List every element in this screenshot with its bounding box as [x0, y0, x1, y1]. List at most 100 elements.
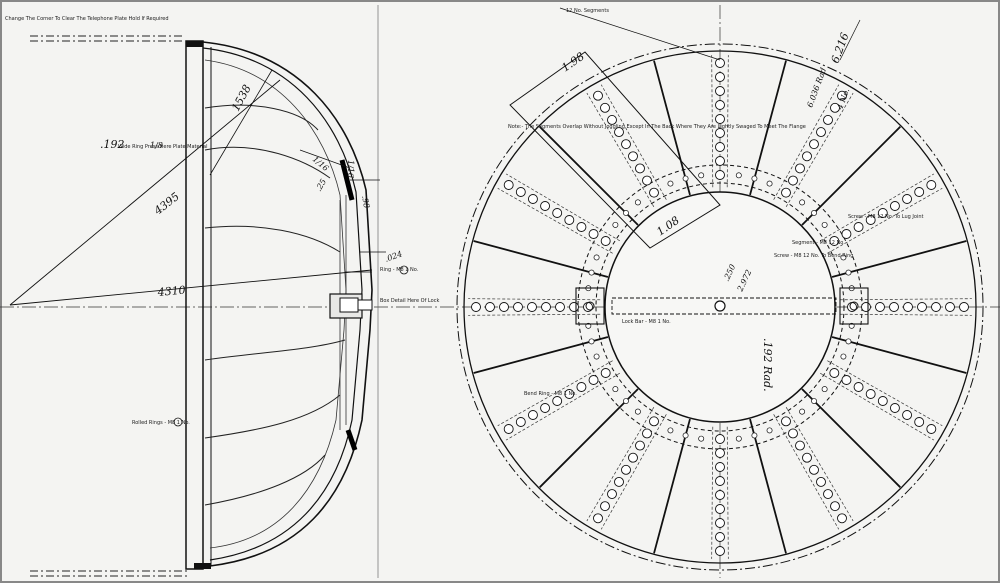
rivet-hole	[485, 302, 495, 312]
front-view: 1.98 1.08 .250 2.972 .192 Rad. 6.216 6.0…	[456, 7, 984, 571]
strip-edge	[785, 92, 854, 208]
rivet-hole	[569, 302, 579, 312]
rivet-hole	[555, 302, 565, 312]
rivet-hole	[823, 114, 833, 125]
segment-divider	[653, 418, 691, 554]
rivet-hole	[788, 175, 798, 186]
rivet-hole	[564, 215, 575, 225]
rivet-hole	[877, 208, 888, 218]
ring-hole	[735, 435, 742, 442]
ring-hole	[612, 386, 619, 393]
dim-1538: 1538	[229, 83, 254, 114]
segment-divider	[801, 388, 901, 488]
strip-edge	[773, 414, 840, 530]
strip-edge	[505, 372, 621, 441]
rivet-hole	[715, 128, 725, 138]
rivet-hole	[503, 180, 514, 190]
rivet-hole	[902, 194, 913, 204]
strip-edge	[773, 84, 840, 200]
strip-edge	[711, 55, 714, 188]
rivet-hole	[875, 302, 885, 312]
ring-hole	[634, 408, 641, 415]
dimension-frame	[509, 51, 721, 249]
dim-4395: 4395	[151, 190, 182, 218]
ring-hole	[811, 398, 817, 404]
rivet-hole	[564, 389, 575, 399]
segment-divider	[539, 126, 639, 226]
strip-edge	[468, 298, 601, 301]
dim-192-right: .192 Rad.	[761, 338, 774, 392]
rivet-hole	[600, 236, 611, 246]
strip-edge	[839, 313, 972, 316]
rivet-hole	[802, 151, 812, 162]
rivet-hole	[527, 302, 537, 312]
rivet-hole	[889, 201, 900, 211]
rivet-hole	[600, 368, 611, 378]
rivet-hole	[527, 194, 538, 204]
ring-hole	[634, 199, 641, 206]
dim-6036: 6.036 Rad	[805, 67, 828, 109]
note-segments: 12 No. Segments	[566, 8, 609, 14]
ring-hole	[821, 221, 828, 228]
rivet-hole	[607, 489, 617, 500]
strip-edge	[497, 187, 613, 254]
rivet-hole	[576, 222, 587, 232]
rivet-hole	[715, 142, 725, 152]
rivet-hole	[515, 417, 526, 427]
strip-edge	[586, 92, 655, 208]
note-bend-ring: Bend Ring - M8 1 No.	[524, 391, 577, 397]
rivet-hole	[781, 187, 791, 198]
strip-edge	[827, 187, 943, 254]
rivet-hole	[788, 428, 798, 439]
segment-divider	[831, 240, 967, 278]
segment-divider	[473, 336, 609, 374]
note-segment: Segment - M8 12 No.	[792, 240, 845, 246]
rivet-hole	[513, 302, 523, 312]
rivet-hole	[628, 452, 638, 463]
segment-divider	[749, 60, 787, 196]
ring-hole	[667, 180, 674, 187]
ring-hole	[698, 435, 705, 442]
rivet-hole	[902, 410, 913, 420]
ring-hole	[623, 398, 629, 404]
note-screw: Screw - M8 12 No. To Bend Ring	[774, 253, 853, 259]
strip-edge	[468, 313, 601, 316]
ring-hole	[612, 221, 619, 228]
rivet-hole	[903, 302, 913, 312]
rivet-hole	[635, 440, 645, 451]
ring-hole	[845, 338, 852, 345]
ring-hole	[735, 172, 742, 179]
note-ring: Ring - M8 1 No.	[380, 267, 419, 273]
rivet-hole	[515, 187, 526, 197]
rivet-hole	[607, 114, 617, 125]
segment-divider	[831, 336, 967, 374]
rivet-hole	[945, 302, 955, 312]
rivet-hole	[715, 546, 725, 556]
rivet-hole	[829, 368, 840, 378]
rivet-hole	[931, 302, 941, 312]
note-nut: Screw - M8 12 No. To Lug Joint	[848, 214, 924, 220]
rivet-hole	[841, 375, 852, 385]
strip-edge	[726, 55, 729, 188]
note-bending: Note:- The Segments Overlap Without Jogg…	[508, 124, 806, 130]
rivet-hole	[877, 396, 888, 406]
ring-hole	[766, 427, 773, 434]
segment-divider	[653, 60, 691, 196]
rivet-hole	[600, 501, 610, 512]
ring-hole	[682, 175, 689, 182]
dim-1-16b: 1/16	[346, 160, 355, 178]
ring-hole	[840, 254, 847, 261]
ring-hole	[623, 210, 629, 216]
dim-6216: 6.216	[829, 31, 852, 65]
strip-edge	[819, 372, 935, 441]
rivet-hole	[715, 448, 725, 458]
strip-edge	[785, 406, 854, 522]
rivet-hole	[541, 302, 551, 312]
ring-hole	[682, 432, 689, 439]
note-plate: Wide Ring Press Here Plate Material	[118, 144, 207, 150]
rivet-hole	[809, 139, 819, 150]
rivet-hole	[715, 58, 725, 68]
rivet-hole	[593, 513, 603, 524]
rivet-hole	[715, 170, 725, 180]
